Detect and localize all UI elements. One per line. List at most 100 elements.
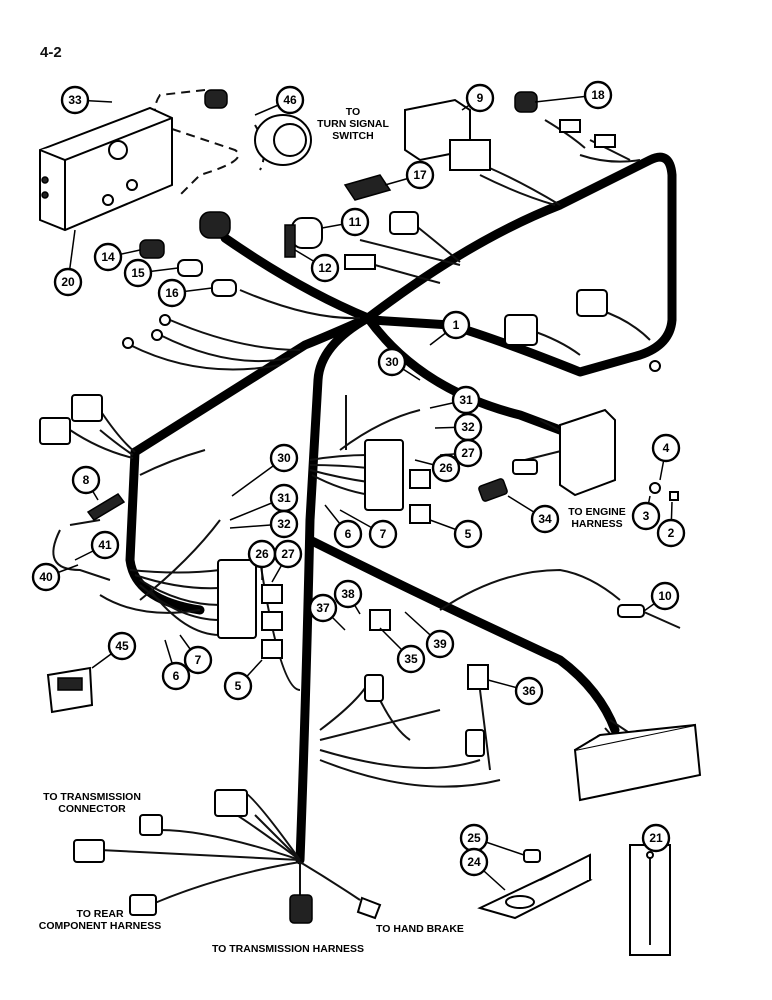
callout-27: 27: [439, 438, 483, 468]
turn-signal-connector: [204, 89, 312, 166]
ignition-switch: [284, 217, 323, 258]
tie-strap-panel: [629, 844, 671, 956]
label-engine-harness: TO ENGINE HARNESS: [568, 506, 626, 530]
label-rear-component-harness: TO REAR COMPONENT HARNESS: [39, 908, 162, 932]
callout-5: 5: [223, 659, 263, 701]
callout-8: 8: [71, 465, 101, 501]
callout-number: 9: [477, 91, 484, 105]
callout-number: 24: [467, 855, 481, 869]
callout-number: 1: [453, 318, 460, 332]
callout-11: 11: [321, 207, 370, 237]
callout-6: 6: [161, 639, 191, 691]
switches-35-36: [364, 609, 489, 757]
callout-3: 3: [631, 495, 661, 531]
callout-46: 46: [254, 85, 305, 116]
callout-number: 18: [591, 88, 605, 102]
callout-number: 11: [349, 215, 362, 229]
label-turn-signal-switch: TO TURN SIGNAL SWITCH: [317, 106, 389, 142]
callout-27: 27: [271, 539, 303, 583]
callout-circle: [459, 847, 489, 877]
callout-number: 4: [663, 441, 670, 455]
callout-circle: [93, 242, 123, 272]
callout-circle: [333, 579, 363, 609]
callout-2: 2: [656, 501, 686, 548]
callout-circle: [157, 278, 187, 308]
callout-30: 30: [377, 347, 421, 381]
label-line: SWITCH: [332, 130, 373, 142]
callout-18: 18: [534, 80, 613, 110]
callout-number: 2: [668, 526, 675, 540]
callout-number: 15: [131, 266, 145, 280]
callout-circle: [441, 310, 471, 340]
callout-40: 40: [31, 562, 79, 592]
callout-circle: [53, 267, 83, 297]
label-line: CONNECTOR: [58, 803, 126, 815]
callout-circle: [308, 593, 338, 623]
callout-17: 17: [384, 160, 435, 190]
callout-number: 5: [235, 679, 242, 693]
callout-32: 32: [229, 509, 299, 539]
callout-6: 6: [324, 504, 363, 549]
callout-number: 36: [522, 684, 536, 698]
callout-circle: [453, 438, 483, 468]
callout-circle: [631, 501, 661, 531]
callout-circle: [107, 631, 137, 661]
callout-number: 14: [101, 250, 115, 264]
callout-circle: [31, 562, 61, 592]
callout-number: 6: [173, 669, 180, 683]
callout-25: 25: [459, 823, 525, 856]
callout-20: 20: [53, 229, 83, 297]
callout-circle: [123, 258, 153, 288]
engine-harness-connector: [478, 408, 679, 502]
callout-circle: [514, 676, 544, 706]
label-line: TO TRANSMISSION: [43, 791, 141, 803]
callout-number: 33: [68, 93, 82, 107]
callout-31: 31: [229, 483, 299, 521]
callout-number: 34: [538, 512, 552, 526]
callout-circle: [269, 509, 299, 539]
callout-number: 17: [413, 168, 427, 182]
page-number: 4-2: [40, 44, 62, 61]
callout-number: 40: [39, 570, 53, 584]
callout-number: 39: [433, 637, 447, 651]
callout-39: 39: [404, 611, 455, 659]
callout-35: 35: [379, 627, 426, 674]
callout-circle: [273, 539, 303, 569]
instrument-housing: [39, 106, 173, 232]
callout-7: 7: [339, 509, 398, 549]
callout-number: 12: [318, 261, 332, 275]
label-line: COMPONENT HARNESS: [39, 920, 162, 932]
rocker-switch-45: [46, 666, 94, 714]
callout-circle: [425, 629, 455, 659]
callout-5: 5: [429, 519, 483, 549]
callout-41: 41: [74, 530, 120, 561]
callout-number: 27: [461, 446, 475, 460]
callout-number: 38: [341, 587, 355, 601]
callout-24: 24: [459, 847, 506, 891]
callout-15: 15: [123, 258, 179, 288]
callout-number: 6: [345, 527, 352, 541]
callout-number: 26: [439, 461, 453, 475]
callout-circle: [583, 80, 613, 110]
callout-circle: [183, 645, 213, 675]
callout-circle: [650, 581, 680, 611]
callout-number: 45: [115, 639, 129, 653]
label-transmission-connector: TO TRANSMISSION CONNECTOR: [43, 791, 141, 815]
callout-circle: [223, 671, 253, 701]
callout-10: 10: [643, 581, 680, 612]
left-connectors: [39, 394, 126, 521]
callout-number: 32: [461, 420, 475, 434]
callout-circle: [641, 823, 671, 853]
label-transmission-harness: TO TRANSMISSION HARNESS: [212, 943, 364, 955]
bottom-connectors: [73, 789, 382, 924]
callout-number: 25: [467, 831, 481, 845]
branch-wires: [52, 119, 651, 906]
callout-circle: [396, 644, 426, 674]
callout-number: 10: [658, 589, 672, 603]
callout-circle: [71, 465, 101, 495]
relay-panel-lower: [573, 723, 702, 802]
callout-number: 5: [465, 527, 472, 541]
callout-36: 36: [487, 676, 544, 706]
